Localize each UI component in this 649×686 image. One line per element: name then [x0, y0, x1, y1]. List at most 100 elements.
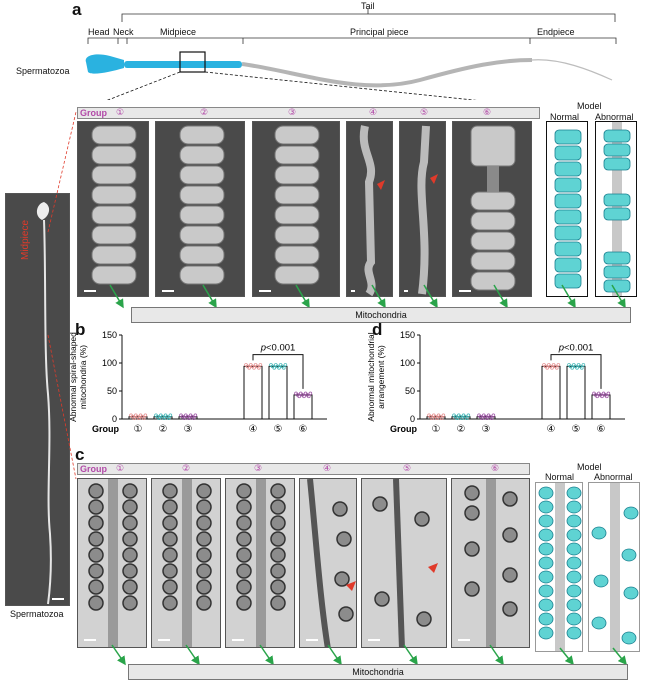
data-point	[307, 394, 311, 399]
data-point	[480, 416, 484, 421]
x-tick-label: ④	[249, 424, 258, 435]
x-tick-label: ③	[184, 424, 193, 435]
tem-image-group-2	[151, 478, 221, 648]
y-tick-label: 150	[400, 330, 415, 340]
sem-model-abnormal-label: Abnormal	[595, 112, 634, 122]
data-point	[580, 366, 584, 370]
data-point	[605, 394, 609, 399]
scale-bar	[306, 639, 318, 641]
tem-image-group-4	[299, 478, 357, 648]
bar	[591, 394, 611, 420]
y-tick-label: 0	[112, 414, 117, 424]
tem-model-normal	[535, 482, 583, 652]
data-point	[283, 363, 288, 367]
x-tick-label: ⑥	[299, 424, 308, 435]
data-point	[192, 416, 196, 421]
y-tick-label: 50	[405, 386, 415, 396]
sem-image-group-3	[252, 121, 340, 297]
x-tick-label: ②	[457, 424, 466, 435]
panel-b-letter: b	[75, 320, 86, 339]
data-point	[600, 394, 604, 399]
significance-bracket	[550, 354, 602, 389]
sem-model-title: Model	[577, 101, 602, 111]
data-point	[570, 366, 574, 370]
tem-group-4: ④	[323, 463, 332, 473]
data-point	[282, 366, 286, 370]
head-label: Head	[88, 27, 110, 37]
data-point	[182, 416, 186, 421]
sem-group-1: ①	[116, 107, 125, 117]
tem-image-group-1	[77, 478, 147, 648]
data-point	[167, 416, 171, 421]
scale-bar	[84, 290, 96, 292]
data-point	[455, 416, 459, 421]
data-point	[556, 363, 561, 367]
sem-image-group-6	[452, 121, 532, 297]
data-point	[460, 416, 464, 421]
x-tick-label: ④	[547, 424, 556, 435]
sem-model-normal-label: Normal	[550, 112, 580, 122]
data-point	[466, 413, 471, 418]
data-point	[258, 363, 263, 367]
bar	[293, 394, 313, 420]
tem-group-6: ⑥	[491, 463, 500, 473]
sem-group-4: ④	[369, 107, 378, 117]
data-point	[575, 366, 579, 370]
neck-label: Neck	[113, 27, 134, 37]
spermatozoa-caption: Spermatozoa	[10, 609, 64, 619]
y-tick-label: 0	[410, 414, 415, 424]
x-tick-label: ②	[159, 424, 168, 435]
tem-image-group-5	[361, 478, 447, 648]
scale-bar	[368, 639, 380, 641]
sem-model-abnormal	[595, 121, 637, 297]
x-tick-label: ⑤	[274, 424, 283, 435]
data-point	[595, 394, 599, 399]
data-point	[157, 416, 161, 421]
data-point	[168, 413, 173, 418]
bar	[541, 365, 561, 420]
bar	[243, 365, 263, 420]
y-axis-label: Abnormal mitochondrialarrangement (%)	[366, 332, 386, 421]
sem-mitochondria-bar: Mitochondria	[131, 307, 631, 323]
sperm-schematic	[85, 8, 617, 100]
sem-image-group-4	[346, 121, 393, 297]
sem-group-2: ②	[200, 107, 209, 117]
data-point	[581, 363, 586, 367]
y-axis-label: Abnormal spiral-shapedmitochondria (%)	[68, 332, 88, 422]
y-tick-label: 50	[107, 386, 117, 396]
sem-group-bar: Group ① ② ③ ④ ⑤ ⑥	[77, 107, 540, 119]
x-axis-label: Group	[390, 424, 417, 434]
scale-bar	[404, 290, 408, 292]
scale-bar	[84, 639, 96, 641]
data-point	[193, 413, 198, 418]
x-tick-label: ⑥	[597, 424, 606, 435]
x-tick-label: ①	[134, 424, 143, 435]
data-point	[132, 416, 136, 421]
midpiece-label: Midpiece	[160, 27, 197, 37]
p-value-label: p<0.001	[260, 343, 296, 354]
data-point	[137, 416, 141, 421]
endpiece-label: Endpiece	[537, 27, 575, 37]
data-point	[252, 366, 256, 370]
sem-group-word: Group	[80, 108, 107, 118]
tem-mitochondria-bar: Mitochondria	[128, 664, 628, 680]
data-point	[545, 366, 549, 370]
data-point	[465, 416, 469, 421]
data-point	[430, 416, 434, 421]
scale-bar	[259, 290, 271, 292]
tem-model-abnormal-label: Abnormal	[594, 472, 633, 482]
data-point	[550, 366, 554, 370]
tem-model-title: Model	[577, 462, 602, 472]
sem-group-3: ③	[288, 107, 297, 117]
data-point	[606, 391, 611, 396]
x-tick-label: ①	[432, 424, 441, 435]
scale-bar	[162, 290, 174, 292]
tem-group-5: ⑤	[403, 463, 412, 473]
chart-b: Abnormal spiral-shapedmitochondria (%) 0 5…	[68, 330, 327, 435]
data-point	[272, 366, 276, 370]
sem-image-group-1	[77, 121, 149, 297]
x-tick-label: ③	[482, 424, 491, 435]
